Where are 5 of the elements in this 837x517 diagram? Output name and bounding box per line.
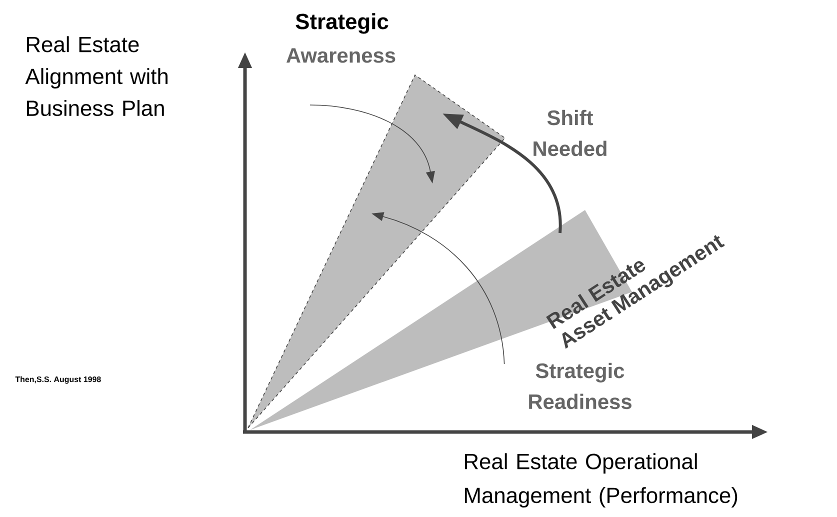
edge-label: Shift Needed bbox=[534, 110, 606, 156]
axis-title: Real Estate Alignment with Business Plan bbox=[25, 36, 168, 116]
axis-title: Real Estate Operational Management (Performance) bbox=[465, 453, 738, 508]
axis-title: Strategic bbox=[296, 13, 388, 34]
diagram-label: Strategic Readiness bbox=[529, 362, 632, 410]
